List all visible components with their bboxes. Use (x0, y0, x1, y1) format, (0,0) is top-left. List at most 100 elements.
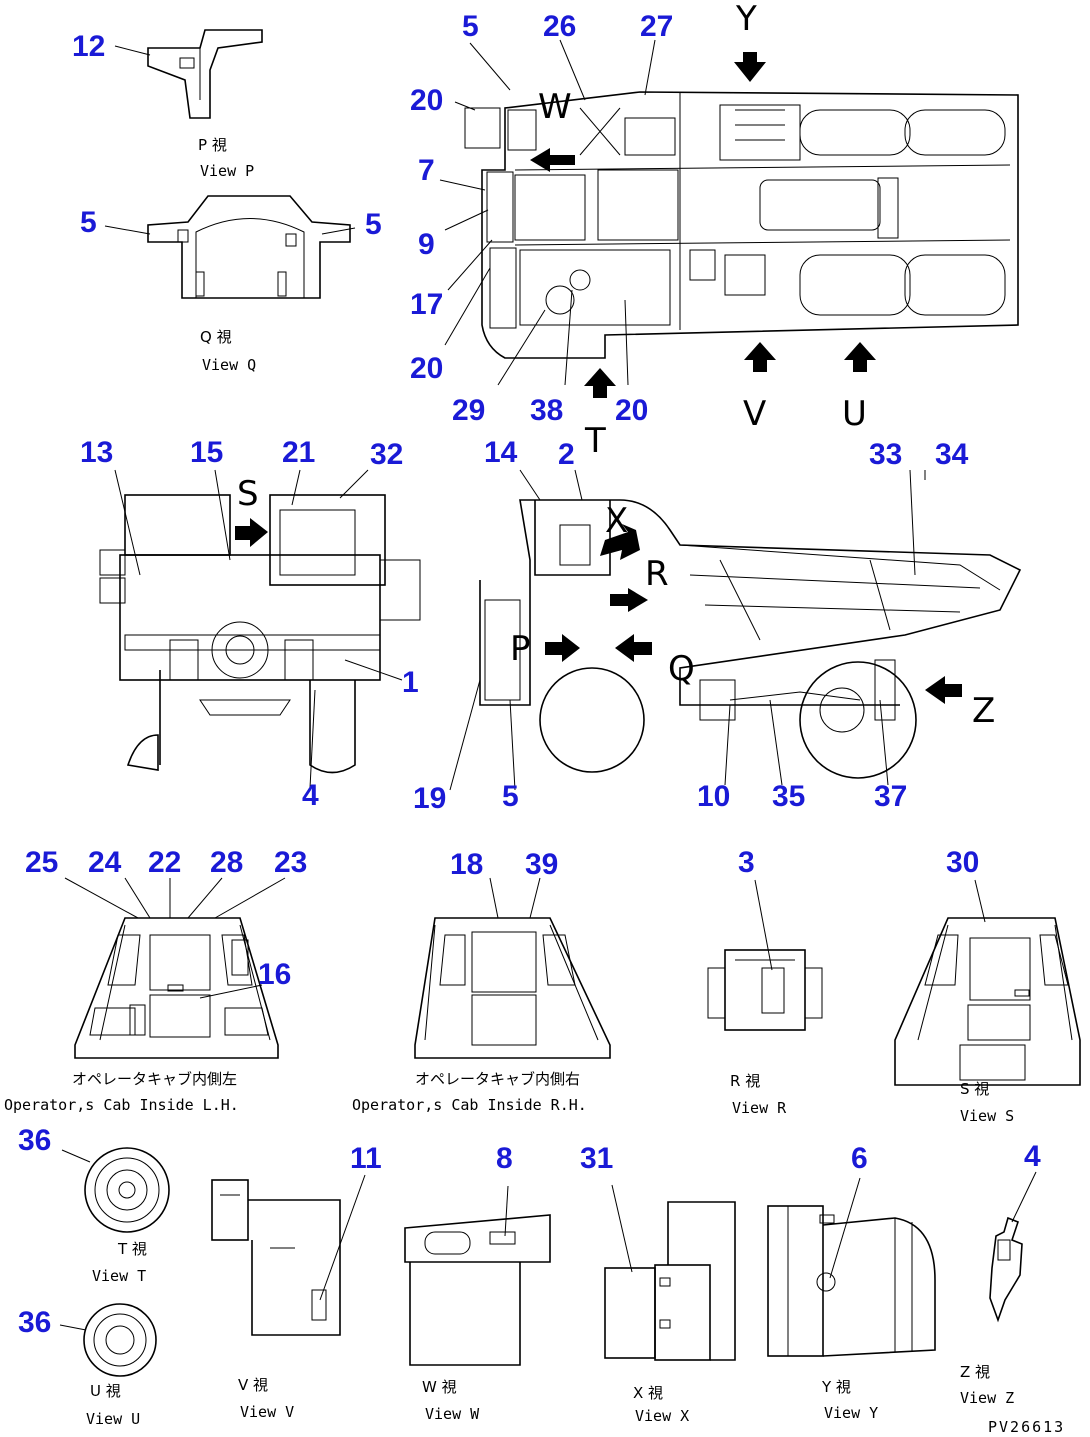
caption-view-p: View P (200, 162, 254, 180)
caption-view-z: View Z (960, 1389, 1014, 1407)
view-z-drawing (989, 1171, 1037, 1323)
view-s-drawing (894, 879, 1081, 1086)
view-letter-z: Z (972, 691, 995, 731)
caption-cab-lh-jp: オペレータキャブ内側左 (72, 1070, 237, 1088)
view-w-drawing (404, 1185, 551, 1366)
callout-26: 26 (543, 10, 576, 43)
caption-view-v: View V (240, 1403, 294, 1421)
caption-view-w-jp: W 視 (422, 1378, 457, 1396)
caption-view-s: View S (960, 1107, 1014, 1125)
callout-10: 10 (697, 780, 730, 813)
caption-view-q-jp: Q 視 (200, 328, 232, 346)
callout-38: 38 (530, 394, 563, 427)
view-letter-u: U (842, 394, 867, 434)
view-v-drawing (211, 1174, 366, 1336)
callout-20-plan-left: 20 (410, 352, 443, 385)
callout-19: 19 (413, 782, 446, 815)
callout-11: 11 (350, 1142, 382, 1175)
callout-12: 12 (72, 30, 105, 63)
callout-30: 30 (946, 846, 979, 879)
caption-cab-lh: Operator,s Cab Inside L.H. (4, 1096, 239, 1114)
callout-5-side: 5 (502, 780, 519, 813)
view-u-drawing (59, 1303, 157, 1377)
view-p-drawing (114, 29, 263, 119)
caption-view-t-jp: T 視 (117, 1240, 147, 1258)
callout-28: 28 (210, 846, 243, 879)
callout-3: 3 (738, 846, 755, 879)
caption-view-x-jp: X 視 (633, 1384, 663, 1402)
view-r-drawing (707, 879, 823, 1031)
callout-9: 9 (418, 228, 435, 261)
cab-rh-drawing (414, 877, 611, 1059)
callout-13: 13 (80, 436, 113, 469)
callout-5-view-q-left: 5 (80, 206, 97, 239)
view-letter-t: T (584, 421, 606, 461)
callout-36-view-t: 36 (18, 1124, 51, 1157)
callout-15: 15 (190, 436, 223, 469)
view-letter-w: W (538, 87, 572, 127)
callout-24: 24 (88, 846, 122, 879)
caption-view-w: View W (425, 1405, 480, 1423)
side-view-drawing (449, 469, 1022, 791)
callout-7: 7 (418, 154, 435, 187)
callout-32: 32 (370, 438, 403, 471)
plan-view-drawing (439, 39, 1019, 398)
callout-35: 35 (772, 780, 805, 813)
caption-view-r-jp: R 視 (730, 1072, 760, 1090)
caption-view-t: View T (92, 1267, 146, 1285)
cab-lh-drawing (64, 877, 286, 1059)
caption-view-u-jp: U 視 (90, 1382, 121, 1400)
callout-2: 2 (558, 438, 575, 471)
callout-25: 25 (25, 846, 58, 879)
view-letter-r: R (645, 554, 669, 594)
document-id: PV26613 (988, 1418, 1065, 1436)
view-t-drawing (61, 1147, 170, 1233)
callout-37: 37 (874, 780, 907, 813)
callout-6: 6 (851, 1142, 868, 1175)
caption-view-q: View Q (202, 356, 256, 374)
callout-16: 16 (258, 958, 291, 991)
callout-34: 34 (935, 438, 969, 471)
callout-5-view-q-right: 5 (365, 208, 382, 241)
view-letter-q: Q (668, 649, 695, 689)
callout-27: 27 (640, 10, 673, 43)
callout-4-rear: 4 (302, 779, 319, 812)
callout-22: 22 (148, 846, 181, 879)
callout-14: 14 (484, 436, 518, 469)
callout-23: 23 (274, 846, 307, 879)
caption-cab-rh-jp: オペレータキャブ内側右 (415, 1070, 580, 1088)
view-letter-x: X (605, 501, 628, 541)
caption-view-s-jp: S 視 (960, 1080, 989, 1098)
callout-33: 33 (869, 438, 902, 471)
caption-view-z-jp: Z 視 (960, 1363, 990, 1381)
caption-view-p-jp: P 視 (198, 136, 227, 154)
callout-20-plan-top: 20 (410, 84, 443, 117)
callout-31: 31 (580, 1142, 613, 1175)
view-q-drawing (104, 195, 356, 299)
rear-view-drawing (99, 469, 421, 789)
view-letter-s: S (237, 474, 259, 514)
caption-view-x: View X (635, 1407, 689, 1425)
view-letter-y: Y (735, 0, 757, 39)
callout-21: 21 (282, 436, 315, 469)
callout-4-view-z: 4 (1024, 1140, 1041, 1173)
callout-18: 18 (450, 848, 483, 881)
callout-20-plan-bottom: 20 (615, 394, 648, 427)
callout-17: 17 (410, 288, 443, 321)
caption-cab-rh: Operator,s Cab Inside R.H. (352, 1096, 587, 1114)
caption-view-r: View R (732, 1099, 787, 1117)
caption-view-y: View Y (824, 1404, 878, 1422)
caption-view-v-jp: V 視 (238, 1376, 268, 1394)
caption-view-y-jp: Y 視 (821, 1378, 851, 1396)
callout-8: 8 (496, 1142, 513, 1175)
callout-29: 29 (452, 394, 485, 427)
view-x-drawing (604, 1184, 736, 1361)
view-y-drawing (767, 1177, 936, 1357)
view-letter-p: P (510, 629, 531, 669)
callout-5-plan: 5 (462, 10, 479, 43)
caption-view-u: View U (86, 1410, 140, 1428)
callout-36-view-u: 36 (18, 1306, 51, 1339)
view-letter-v: V (743, 394, 766, 434)
callout-1: 1 (402, 666, 419, 699)
